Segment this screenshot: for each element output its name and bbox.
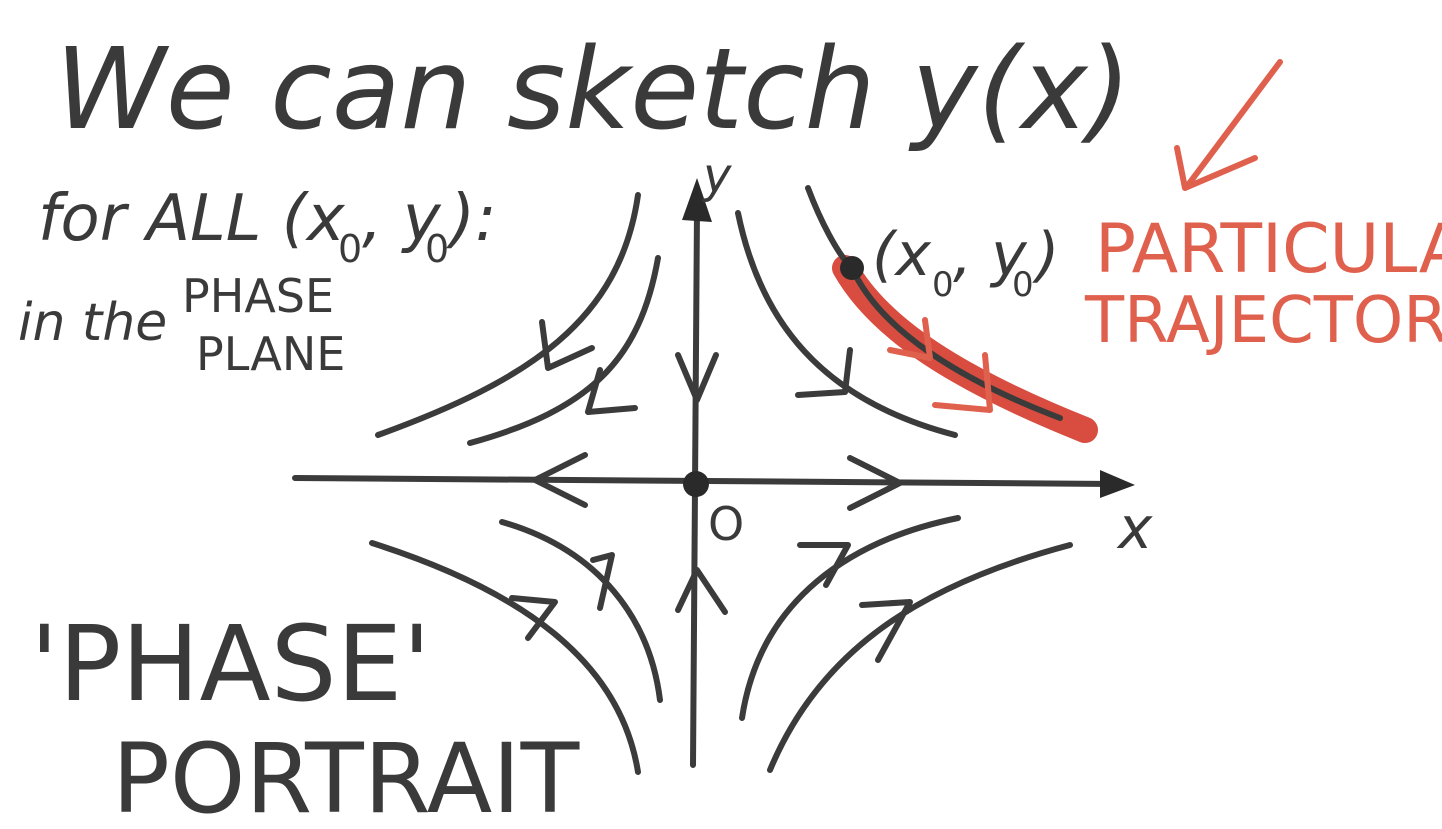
particular-trajectory xyxy=(805,185,1098,443)
caption-line1: 'PHASE' xyxy=(30,603,431,725)
trajectory-arrow xyxy=(585,367,638,415)
point-label-sub-2: 0 xyxy=(1012,265,1034,305)
subtitle-phase: PHASE xyxy=(182,269,334,323)
trajectories-lower-left xyxy=(369,519,663,775)
trajectory-arrow-2 xyxy=(887,317,933,361)
axes: x y O xyxy=(292,148,1153,768)
point-label-open: (x xyxy=(872,220,931,290)
subtitle-prefix: in the xyxy=(18,293,167,353)
trajectory-arrow xyxy=(932,352,993,413)
subtitle-sub-1: 0 xyxy=(338,227,362,271)
subtitle-text-b: , y xyxy=(362,182,442,256)
subtitle-plane: PLANE xyxy=(196,327,345,381)
y-axis-arrowhead xyxy=(682,178,712,222)
annotation-line1: PARTICULAR xyxy=(1095,210,1442,289)
initial-point-label: (x 0 , y 0 ) xyxy=(872,220,1059,305)
trajectory xyxy=(499,519,663,703)
annotation-line2: TRAJECTORY xyxy=(1084,284,1442,358)
caption: 'PHASE' PORTRAIT xyxy=(30,603,580,829)
origin-dot xyxy=(683,471,709,497)
trajectory-arrow xyxy=(509,595,558,641)
subtitle-sub-2: 0 xyxy=(425,227,449,271)
subtitle-text-a: for ALL (x xyxy=(38,182,346,256)
y-axis-up-arrow xyxy=(675,567,728,615)
y-axis-down-arrow xyxy=(675,352,719,403)
trajectory xyxy=(375,192,641,438)
x-axis-left-arrow xyxy=(532,452,588,508)
trajectory xyxy=(369,540,641,775)
trajectory xyxy=(735,210,958,438)
title-text: We can sketch y(x) xyxy=(55,25,1131,155)
x-axis-label: x xyxy=(1116,494,1153,562)
trajectory xyxy=(739,515,961,721)
point-label-sub-1: 0 xyxy=(932,265,954,305)
origin-label: O xyxy=(708,497,744,551)
point-label-mid: , y xyxy=(953,220,1028,290)
trajectory-arrow xyxy=(797,542,851,588)
subtitle-text-c: ): xyxy=(446,182,497,256)
trajectories-upper-left xyxy=(375,192,661,446)
x-axis-arrowhead xyxy=(1100,470,1135,498)
trajectories-upper-right xyxy=(735,210,958,438)
caption-line2: PORTRAIT xyxy=(112,723,580,829)
red-pointer-arrow-shaft xyxy=(1185,59,1283,188)
y-axis-label: y xyxy=(701,148,732,204)
axis-flow-arrows xyxy=(532,352,903,615)
red-annotation: PARTICULAR TRAJECTORY xyxy=(1084,59,1442,358)
subtitle-line1: for ALL (x 0 , y 0 ): xyxy=(38,182,497,271)
trajectory-arrow xyxy=(539,319,595,371)
red-pointer-arrowhead xyxy=(1174,145,1258,191)
trajectory-arrow xyxy=(859,599,913,663)
trajectory xyxy=(467,255,661,446)
trajectory-arrow xyxy=(795,347,853,398)
trajectory-arrow xyxy=(590,552,615,611)
x-axis-right-arrow xyxy=(847,455,903,511)
point-label-close: ) xyxy=(1032,220,1059,290)
subtitle-line2: in the PHASE PLANE xyxy=(18,269,345,381)
trajectory xyxy=(767,542,1073,773)
trajectories-lower-right xyxy=(739,515,1073,773)
initial-point-dot xyxy=(840,256,864,280)
